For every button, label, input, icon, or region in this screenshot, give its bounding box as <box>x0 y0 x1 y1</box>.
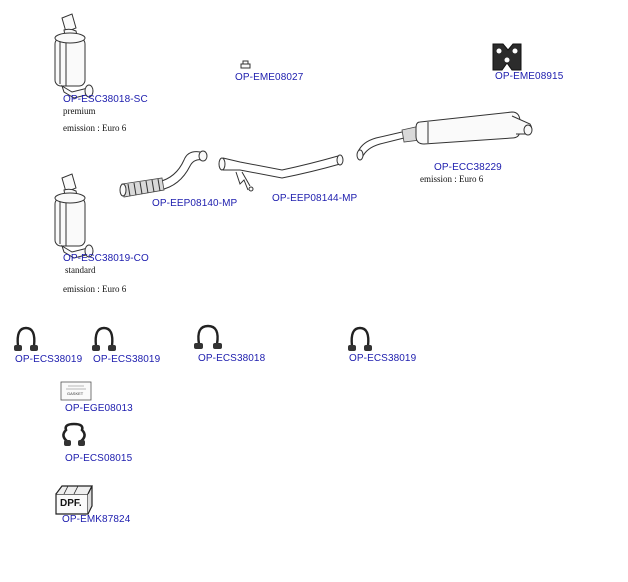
clamp-ecs38019-c-illustration[interactable] <box>348 326 372 351</box>
dpf-box-text: DPF. <box>60 498 82 509</box>
gasket-box-text: GASKET <box>67 391 84 396</box>
part-link-esc38019[interactable]: OP-ESC38019-CO <box>63 253 149 264</box>
part-link-esc38018[interactable]: OP-ESC38018-SC <box>63 94 148 105</box>
flange-eme08027-illustration[interactable] <box>240 60 251 69</box>
part-link-ecs08015[interactable]: OP-ECS08015 <box>65 453 133 464</box>
clamp-ecs08015-illustration[interactable] <box>62 422 86 446</box>
part-link-eme08027[interactable]: OP-EME08027 <box>235 72 304 83</box>
dpf-standard-illustration[interactable] <box>54 173 94 259</box>
clamp-ecs38019-b-illustration[interactable] <box>92 326 116 351</box>
part-link-ege08013[interactable]: OP-EGE08013 <box>65 403 133 414</box>
dpf-kit-box-illustration[interactable] <box>55 485 93 515</box>
part-link-ecs38019-c[interactable]: OP-ECS38019 <box>349 353 417 364</box>
part-link-eme08915[interactable]: OP-EME08915 <box>495 71 564 82</box>
part-emission-esc38019: emission : Euro 6 <box>63 284 127 294</box>
gasket-package-illustration[interactable] <box>60 381 92 401</box>
dpf-premium-illustration[interactable] <box>54 13 94 99</box>
mounting-rubber-illustration[interactable] <box>492 43 522 71</box>
part-emission-ecc38229: emission : Euro 6 <box>420 174 484 184</box>
middle-pipe-illustration[interactable] <box>218 154 344 192</box>
clamp-ecs38018-illustration[interactable] <box>194 324 222 349</box>
part-link-eep08144[interactable]: OP-EEP08144-MP <box>272 193 358 204</box>
front-pipe-illustration[interactable] <box>119 150 208 198</box>
part-link-ecs38019-b[interactable]: OP-ECS38019 <box>93 354 161 365</box>
part-link-emk87824[interactable]: OP-EMK87824 <box>62 514 131 525</box>
part-link-ecc38229[interactable]: OP-ECC38229 <box>434 162 502 173</box>
part-grade-esc38019: standard <box>65 265 96 275</box>
clamp-ecs38019-a-illustration[interactable] <box>14 326 38 351</box>
part-grade-esc38018: premium <box>63 106 96 116</box>
part-link-ecs38018[interactable]: OP-ECS38018 <box>198 353 266 364</box>
part-emission-esc38018: emission : Euro 6 <box>63 123 127 133</box>
part-link-eep08140[interactable]: OP-EEP08140-MP <box>152 198 238 209</box>
part-link-ecs38019-a[interactable]: OP-ECS38019 <box>15 354 83 365</box>
rear-silencer-illustration[interactable] <box>356 111 533 161</box>
